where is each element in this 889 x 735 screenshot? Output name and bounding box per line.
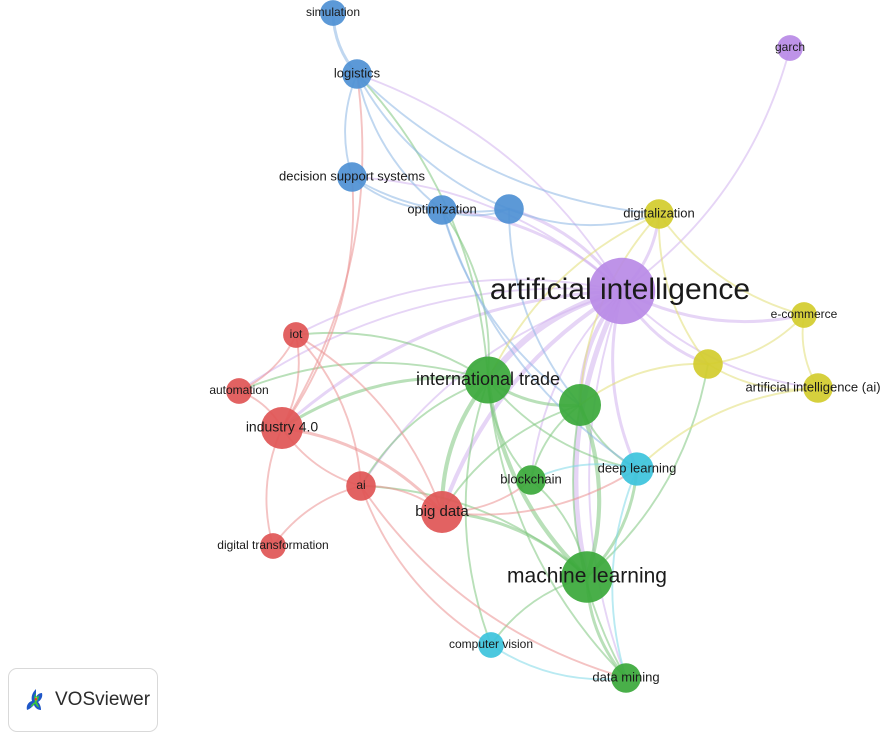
label-blockchain[interactable]: blockchain xyxy=(500,471,561,486)
node-logistics[interactable] xyxy=(342,59,372,89)
node-automation[interactable] xyxy=(226,378,252,404)
vosviewer-brand-badge: VOSviewer xyxy=(8,668,158,732)
node-big-data[interactable] xyxy=(421,491,463,533)
link-logistics-optimization xyxy=(356,73,443,211)
label-industry40[interactable]: industry 4.0 xyxy=(246,419,319,435)
link-ai_short-computer_vision xyxy=(360,485,492,646)
link-intl_trade-logistics xyxy=(356,73,489,381)
link-ai_main-industry40 xyxy=(280,289,624,430)
label-digital-transformation[interactable]: digital transformation xyxy=(217,538,328,552)
link-ai_main-automation xyxy=(238,287,623,392)
link-deep_learning-data_mining xyxy=(611,468,638,679)
node-blue-hub[interactable] xyxy=(494,194,524,224)
link-intl_trade-automation xyxy=(238,361,489,392)
node-ml[interactable] xyxy=(561,551,613,603)
node-yellow-hub[interactable] xyxy=(693,349,723,379)
label-data-mining[interactable]: data mining xyxy=(592,669,659,684)
label-dss[interactable]: decision support systems xyxy=(279,168,425,183)
node-ecommerce[interactable] xyxy=(791,302,817,328)
node-digitalization[interactable] xyxy=(644,199,674,229)
label-ai-paren[interactable]: artificial intelligence (ai) xyxy=(745,379,880,394)
link-intl_trade-computer_vision xyxy=(464,379,492,646)
node-ai-short[interactable] xyxy=(346,471,376,501)
link-intl_trade-industry40 xyxy=(280,376,490,430)
node-green-hub[interactable] xyxy=(559,384,601,426)
node-ai-main[interactable] xyxy=(588,257,656,325)
link-intl_trade-iot xyxy=(295,331,489,381)
link-blue_hub-digitalization xyxy=(508,208,660,227)
link-industry40-dss xyxy=(281,176,355,429)
label-deep-learning[interactable]: deep learning xyxy=(598,460,677,475)
link-blue_hub-green_hub xyxy=(508,208,581,406)
link-green_hub-big_data xyxy=(441,404,581,513)
node-data-mining[interactable] xyxy=(611,663,641,693)
node-dss[interactable] xyxy=(337,162,367,192)
node-blockchain[interactable] xyxy=(516,465,546,495)
vosviewer-logo-icon xyxy=(26,689,43,710)
node-deep-learning[interactable] xyxy=(620,452,654,486)
node-iot[interactable] xyxy=(283,322,309,348)
label-garch[interactable]: garch xyxy=(775,40,805,54)
link-computer_vision-data_mining xyxy=(490,644,627,681)
link-ai_short-data_mining xyxy=(360,485,627,679)
link-ai_short-iot xyxy=(295,334,362,487)
network-labels: artificial intelligence international tra… xyxy=(209,5,880,684)
link-big_data-deep_learning xyxy=(441,468,638,516)
link-intl_trade-data_mining xyxy=(487,379,627,679)
link-digitalization-intl_trade xyxy=(487,213,660,381)
label-logistics[interactable]: logistics xyxy=(334,65,381,80)
link-ai_main-ml xyxy=(573,288,625,580)
label-iot[interactable]: iot xyxy=(290,327,303,341)
link-logistics-digitalization xyxy=(356,73,660,215)
link-ai_main-logistics xyxy=(356,73,623,292)
node-garch[interactable] xyxy=(777,35,803,61)
link-ai_main-data_mining xyxy=(588,290,627,679)
link-industry40-logistics xyxy=(281,73,364,429)
node-industry40[interactable] xyxy=(261,407,303,449)
link-ai_main-garch xyxy=(621,47,791,292)
label-intl-trade[interactable]: international trade xyxy=(416,369,560,389)
node-ai-paren[interactable] xyxy=(803,373,833,403)
node-simulation[interactable] xyxy=(320,0,346,26)
link-logistics-blue_hub xyxy=(356,73,510,210)
label-ai-main[interactable]: artificial intelligence xyxy=(490,273,750,306)
node-digital-transformation[interactable] xyxy=(260,533,286,559)
label-computer-vision[interactable]: computer vision xyxy=(449,637,533,651)
link-optimization-deep_learning xyxy=(441,209,638,470)
link-ai_paren-deep_learning xyxy=(636,387,819,470)
vosviewer-brand-name: VOSviewer xyxy=(55,689,151,710)
link-digitalization-ecommerce xyxy=(658,213,805,316)
link-logistics-dss xyxy=(344,73,358,178)
label-digitalization[interactable]: digitalization xyxy=(623,205,695,220)
link-ml-yellow_hub xyxy=(586,363,709,578)
label-ai-short[interactable]: ai xyxy=(356,478,365,492)
link-ai_main-big_data xyxy=(439,288,625,515)
label-ecommerce[interactable]: e-commerce xyxy=(771,307,838,321)
link-ai_short-digital_transformation xyxy=(272,485,362,547)
node-intl-trade[interactable] xyxy=(464,356,512,404)
label-optimization[interactable]: optimization xyxy=(407,201,476,216)
link-big_data-industry40 xyxy=(280,426,444,514)
network-nodes xyxy=(226,0,833,693)
label-big-data[interactable]: big data xyxy=(415,503,469,520)
link-green_hub-data_mining xyxy=(572,404,627,679)
label-automation[interactable]: automation xyxy=(209,383,268,397)
label-ml[interactable]: machine learning xyxy=(507,565,667,588)
link-digitalization-yellow_hub xyxy=(657,213,709,365)
node-computer-vision[interactable] xyxy=(478,632,504,658)
label-simulation[interactable]: simulation xyxy=(306,5,360,19)
node-optimization[interactable] xyxy=(427,195,457,225)
